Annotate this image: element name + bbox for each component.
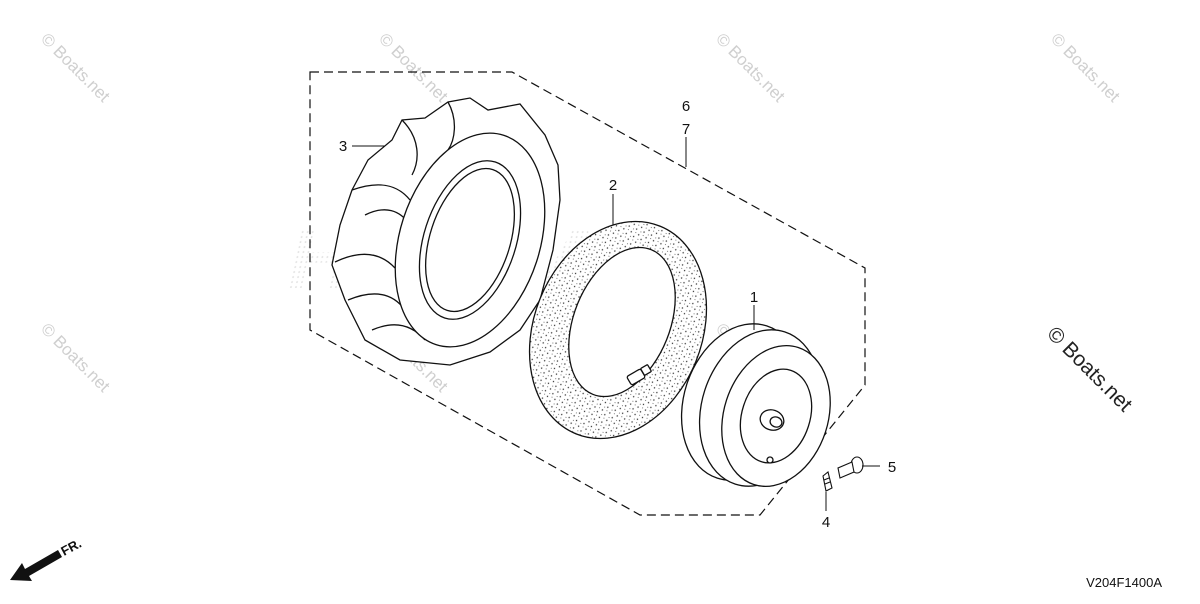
watermark-text: © Boats.net [375, 29, 452, 106]
inner-tube-part [528, 220, 708, 440]
callout-7: 7 [682, 121, 690, 138]
callout-5: 5 [888, 459, 896, 476]
leader-lines [352, 137, 880, 511]
watermark-text: © Boats.net [37, 29, 114, 106]
bolt-part [837, 456, 864, 479]
watermark-text: © Boats.net [712, 29, 789, 106]
callout-1: 1 [750, 289, 758, 306]
callout-4: 4 [822, 514, 830, 531]
watermark-text: © Boats.net [1047, 29, 1124, 106]
watermark-text-large: © Boats.net [1042, 322, 1136, 416]
front-direction-arrow: FR. [10, 536, 84, 581]
diagram-code: V204F1400A [1086, 575, 1162, 590]
watermark-text: © Boats.net [37, 319, 114, 396]
callout-2: 2 [609, 177, 617, 194]
front-direction-label: FR. [58, 536, 84, 559]
wheel-rim-part [680, 323, 831, 487]
tire-part [331, 97, 561, 366]
valve-cap-part [822, 471, 833, 492]
callout-3: 3 [339, 138, 347, 155]
callout-6: 6 [682, 98, 690, 115]
